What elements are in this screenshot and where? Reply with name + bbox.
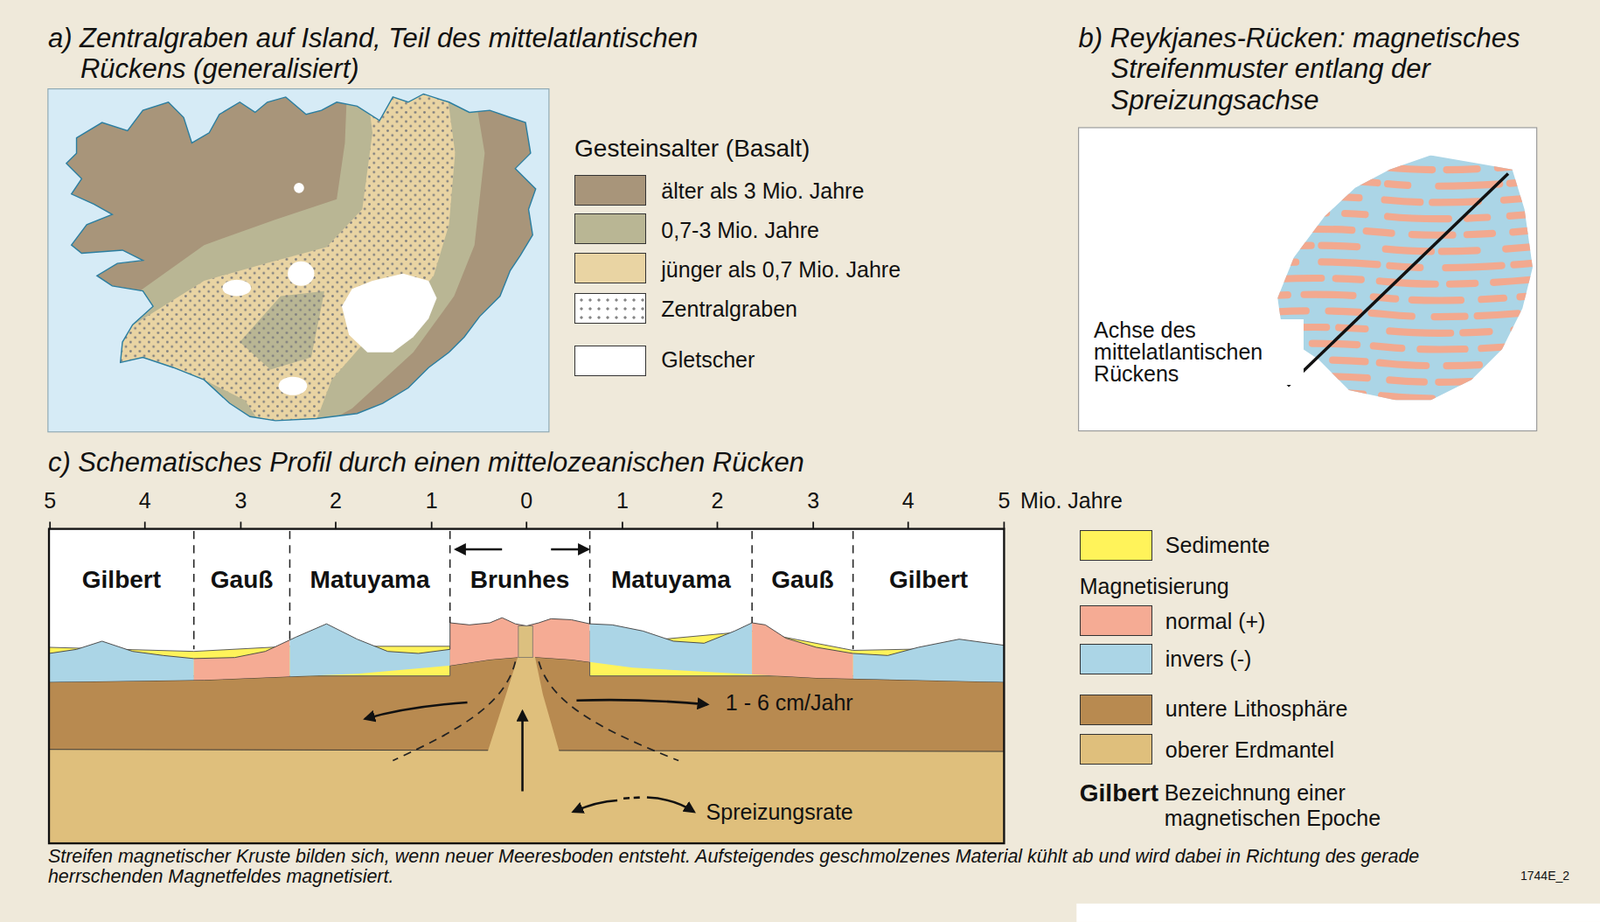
- epoch-band: Matuyama: [289, 535, 450, 624]
- inverse-block: [590, 602, 753, 695]
- magnetic-stripes: [1265, 142, 1552, 418]
- legend-swatch: [574, 345, 647, 376]
- glacier: [222, 279, 251, 297]
- inverse-block: [853, 602, 1005, 695]
- axis-number: 4: [902, 487, 915, 514]
- ridge-panel: b) Reykjanes-Rücken: magnetisches Streif…: [1078, 22, 1538, 432]
- legend-swatch: [574, 292, 647, 324]
- legend-swatch: [574, 213, 647, 244]
- panel-heading: c) Schematisches Profil durch einen mitt…: [48, 446, 805, 479]
- normal-stripes: [1265, 163, 1552, 399]
- profile-frame: [48, 528, 1004, 843]
- epoch-band: Gilbert: [853, 535, 1005, 624]
- legend-text: älter als 3 Mio. Jahre: [660, 178, 864, 204]
- inverse-block: [289, 602, 450, 695]
- glacier: [287, 261, 314, 286]
- legend-text: oberer Erdmantel: [1165, 736, 1335, 762]
- panel-heading: b) Reykjanes-Rücken: magnetisches Streif…: [1078, 22, 1544, 117]
- epoch-name: Matuyama: [310, 565, 431, 594]
- axis-number: 2: [711, 487, 724, 514]
- inverse-crust: [1265, 142, 1552, 418]
- epoch-name: Brunhes: [470, 565, 571, 594]
- epoch-name: Gilbert: [82, 565, 161, 594]
- epoch-band: Matuyama: [590, 535, 753, 624]
- normal-block: [450, 602, 591, 695]
- caption: Streifen magnetischer Kruste bilden sich…: [48, 846, 1447, 888]
- axis-number: 5: [997, 487, 1010, 514]
- crust-surface: [48, 617, 1004, 659]
- legend-text: jünger als 0,7 Mio. Jahre: [660, 257, 901, 283]
- legend-swatch: [1079, 694, 1153, 725]
- normal-block: [194, 602, 291, 695]
- legend-text: Bezeichnung einer magnetischen Epoche: [1164, 779, 1446, 831]
- figure-code: 1744E_2: [1520, 868, 1570, 883]
- epoch-band: Gilbert: [48, 535, 195, 624]
- axis-number: 1: [425, 487, 439, 514]
- glacier: [341, 273, 438, 353]
- epoch-divider: [194, 530, 854, 649]
- legend-swatch: [1079, 733, 1153, 765]
- ridge-axis: [1287, 173, 1509, 386]
- epoch-name: Gauß: [771, 565, 835, 594]
- glacier: [293, 182, 305, 194]
- axis-number: 3: [806, 487, 820, 514]
- legend-swatch: [1079, 605, 1153, 636]
- legend-text: normal (+): [1165, 607, 1267, 634]
- legend-text: Sedimente: [1165, 532, 1271, 558]
- epoch-name: Matuyama: [611, 565, 731, 594]
- axis-number: 4: [139, 487, 152, 514]
- oceanic-crust: [48, 602, 1004, 695]
- legend-sample: Gilbert: [1079, 779, 1159, 807]
- panel-heading: a) Zentralgraben auf Island, Teil des mi…: [48, 22, 722, 85]
- legend-text: untere Lithosphäre: [1165, 695, 1348, 722]
- island-geology: [48, 89, 550, 434]
- legend-text: 0,7-3 Mio. Jahre: [660, 216, 820, 243]
- legend-swatch: [1079, 643, 1153, 675]
- legend-swatch: [574, 252, 647, 284]
- coastline: [66, 93, 536, 420]
- normal-block: [751, 602, 854, 695]
- legend-swatch: [1079, 529, 1153, 561]
- legend-swatch: [574, 174, 647, 206]
- axis-tick: [49, 521, 1004, 529]
- epoch-band: Gauß: [194, 535, 291, 624]
- legend-heading: Magnetisierung: [1079, 573, 1230, 599]
- axis-number: 2: [329, 487, 342, 514]
- epoch-band: Brunhes: [450, 535, 591, 624]
- axis-number: 1: [616, 487, 629, 514]
- map-panel: a) Zentralgraben auf Island, Teil des mi…: [48, 22, 550, 432]
- axis-number: 5: [43, 487, 56, 514]
- magma-vent: [518, 625, 533, 657]
- glacier: [278, 376, 308, 396]
- axis-number: 3: [234, 487, 247, 514]
- white-strip: [1076, 903, 1600, 922]
- epoch-name: Gilbert: [889, 565, 968, 594]
- epoch-name: Gauß: [210, 565, 274, 594]
- upper-mantle: [48, 653, 1004, 843]
- axis-number: 0: [520, 487, 533, 514]
- legend-heading: Gesteinsalter (Basalt): [574, 134, 810, 163]
- rate-label: Spreizungsrate: [706, 798, 854, 824]
- legend-text: Zentralgraben: [660, 295, 798, 321]
- epoch-band: Gauß: [751, 535, 854, 624]
- rate-label: 1 - 6 cm/Jahr: [725, 689, 854, 716]
- axis-label: Achse des mittelatlantischen Rückens: [1093, 319, 1304, 385]
- legend-text: Gletscher: [660, 346, 755, 372]
- axis-unit: Mio. Jahre: [1020, 487, 1123, 514]
- legend-text: invers (-): [1165, 645, 1253, 671]
- conduit-edge: [392, 660, 679, 760]
- profile-ground: [48, 528, 1004, 843]
- inverse-block: [48, 602, 195, 695]
